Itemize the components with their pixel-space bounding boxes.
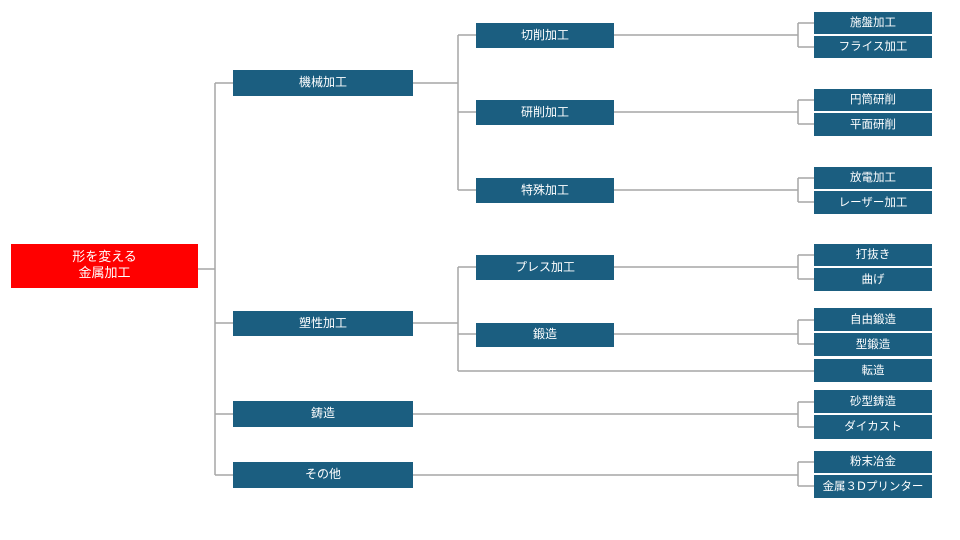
connector-cutting (614, 22, 814, 48)
node-other: その他 (233, 462, 413, 488)
leaf-punching: 打抜き (814, 244, 932, 266)
leaf-roll-forming: 転造 (814, 359, 932, 382)
leaf-cylindrical-grinding: 円筒研削 (814, 89, 932, 111)
node-cutting: 切削加工 (476, 23, 614, 48)
node-machining: 機械加工 (233, 70, 413, 96)
leaf-lathe-machining: 施盤加工 (814, 12, 932, 34)
node-grinding: 研削加工 (476, 100, 614, 125)
leaf-electrical-discharge: 放電加工 (814, 167, 932, 189)
connector-forging (614, 319, 814, 345)
connector-other (413, 461, 814, 487)
node-plastic-working: 塑性加工 (233, 311, 413, 336)
leaf-surface-grinding: 平面研削 (814, 113, 932, 136)
leaf-metal-3d-printer: 金属３Dプリンター (814, 475, 932, 498)
root-node: 形を変える 金属加工 (11, 244, 198, 288)
connector-casting (413, 401, 814, 428)
connector-machining (413, 34, 476, 191)
connector-plastic (413, 266, 814, 372)
leaf-laser-machining: レーザー加工 (814, 191, 932, 214)
leaf-die-casting: ダイカスト (814, 415, 932, 439)
connector-root-spine (198, 82, 233, 476)
node-forging: 鍛造 (476, 323, 614, 347)
connector-grinding (614, 99, 814, 125)
leaf-milling: フライス加工 (814, 36, 932, 58)
node-casting: 鋳造 (233, 401, 413, 427)
leaf-powder-metallurgy: 粉末冶金 (814, 451, 932, 473)
node-special-machining: 特殊加工 (476, 178, 614, 203)
leaf-sand-casting: 砂型鋳造 (814, 390, 932, 413)
leaf-die-forging: 型鍛造 (814, 333, 932, 356)
connector-special (614, 177, 814, 203)
leaf-bending: 曲げ (814, 268, 932, 291)
node-press-working: プレス加工 (476, 255, 614, 280)
connector-press (614, 254, 814, 280)
leaf-free-forging: 自由鍛造 (814, 308, 932, 331)
